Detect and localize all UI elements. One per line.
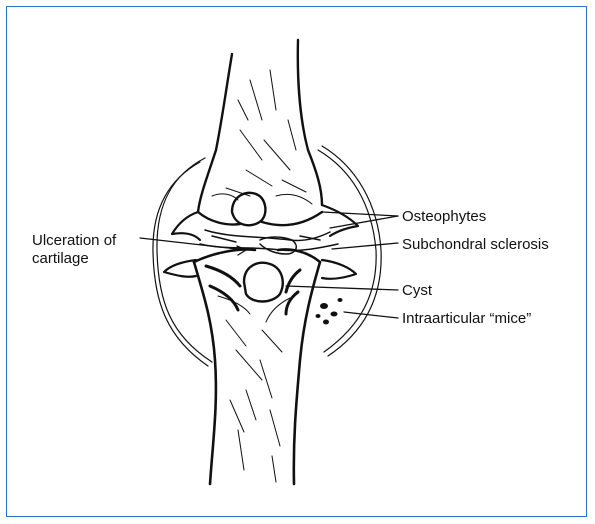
lower-trabeculae bbox=[218, 296, 290, 482]
osteophytes-label: Osteophytes bbox=[402, 208, 486, 226]
upper-cyst bbox=[232, 193, 265, 225]
joint-capsule bbox=[153, 146, 381, 366]
subchondral-sclerosis bbox=[206, 266, 300, 314]
intraarticular-mice bbox=[316, 298, 343, 325]
mice-leader bbox=[344, 312, 398, 318]
lower-bone bbox=[194, 250, 320, 485]
osteophytes-leader-a bbox=[330, 216, 398, 228]
ulceration-label-line1: Ulceration of bbox=[32, 232, 116, 250]
cyst-leader bbox=[286, 286, 398, 290]
osteophytes-leader-b bbox=[322, 212, 398, 216]
lower-cyst bbox=[244, 263, 283, 302]
subchondral-sclerosis-label: Subchondral sclerosis bbox=[402, 236, 549, 254]
ulceration-label-line2: cartilage bbox=[32, 250, 89, 268]
subchondral-leader bbox=[332, 243, 398, 249]
leader-lines bbox=[140, 212, 398, 318]
osteophytes bbox=[164, 205, 358, 279]
joint-space bbox=[200, 230, 338, 254]
intraarticular-mice-label: Intraarticular “mice” bbox=[402, 310, 531, 328]
cyst-label: Cyst bbox=[402, 282, 432, 300]
